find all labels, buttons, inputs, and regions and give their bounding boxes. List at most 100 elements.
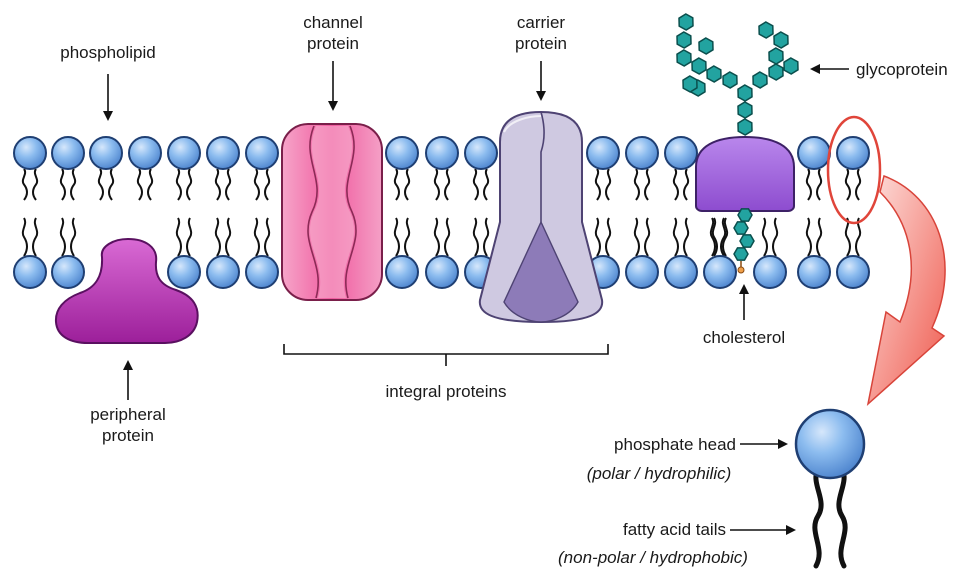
sugar-unit [699, 38, 713, 54]
channel-protein-shape [282, 124, 382, 300]
fatty-acid-tail [445, 169, 449, 200]
sugar-unit [774, 32, 788, 48]
phosphate-head [386, 137, 418, 169]
glycoprotein-label: glycoprotein [856, 59, 966, 80]
phosphate-head [52, 256, 84, 288]
fatty-acid-tail [846, 218, 850, 256]
peripheral-protein-label: peripheral protein [68, 404, 188, 446]
curved-arrow-icon [868, 176, 945, 404]
phosphate-head [665, 256, 697, 288]
sugar-unit [683, 76, 697, 92]
fatty-acid-tail [226, 169, 230, 200]
fatty-acid-tail [71, 218, 75, 256]
fatty-acid-tail [148, 169, 152, 200]
fatty-acid-tail [684, 218, 688, 256]
carrier-protein-label: carrier protein [491, 12, 591, 54]
phosphate-head [14, 137, 46, 169]
sugar-unit [759, 22, 773, 38]
fatty-acid-tails-note: (non-polar / hydrophobic) [538, 547, 768, 568]
phosphate-head [837, 256, 869, 288]
phosphate-head [837, 137, 869, 169]
cholesterol-label: cholesterol [684, 327, 804, 348]
fatty-acid-tail [635, 169, 639, 200]
right-arrow-icon [740, 439, 788, 449]
fatty-acid-tail [596, 169, 600, 200]
sugar-unit [784, 58, 798, 74]
sugar-unit [677, 32, 691, 48]
cholesterol-molecule [738, 261, 744, 273]
fatty-acid-tail [645, 218, 649, 256]
right-arrow-icon [730, 525, 796, 535]
up-arrow-icon [739, 284, 749, 320]
fatty-acid-tail [138, 169, 142, 200]
phosphate-head [168, 137, 200, 169]
cholesterol-head [738, 267, 744, 273]
fatty-acid-tail [405, 169, 409, 200]
peripheral-protein-shape [56, 239, 198, 343]
sugar-unit [738, 102, 752, 118]
phosphate-head [626, 256, 658, 288]
phosphate-head [386, 256, 418, 288]
fatty-acid-tail [606, 169, 610, 200]
down-arrow-icon [328, 61, 338, 111]
fatty-acid-tail [635, 218, 639, 256]
sugar-unit [692, 58, 706, 74]
channel-protein-label-line1: channel [283, 12, 383, 33]
fatty-acid-tail [395, 218, 399, 256]
phosphate-head [207, 137, 239, 169]
phosphate-head [207, 256, 239, 288]
fatty-acid-tail [807, 169, 811, 200]
peripheral-protein-label-line1: peripheral [68, 404, 188, 425]
phosphate-head [798, 137, 830, 169]
phosphate-head [246, 137, 278, 169]
fatty-acid-tail [71, 169, 75, 200]
carrier-protein-shape [480, 112, 602, 322]
fatty-acid-tail [187, 169, 191, 200]
fatty-acid-tail [33, 169, 37, 200]
phosphate-head [129, 137, 161, 169]
fatty-acid-tail [484, 169, 488, 200]
phosphate-head-label: phosphate head [560, 434, 736, 455]
fatty-acid-tail [177, 169, 181, 200]
fatty-acid-tail [226, 218, 230, 256]
peripheral-protein-label-line2: protein [68, 425, 188, 446]
down-arrow-icon [536, 61, 546, 101]
fatty-acid-tail [395, 169, 399, 200]
fatty-acid-tail [255, 169, 259, 200]
fatty-acid-tail [773, 218, 777, 256]
fatty-acid-tail [99, 169, 103, 200]
sugar-unit [707, 66, 721, 82]
fatty-acid-tail [674, 169, 678, 200]
fatty-acid-tail [177, 218, 181, 256]
phosphate-head [587, 137, 619, 169]
fatty-acid-tail [61, 218, 65, 256]
phosphate-head [426, 137, 458, 169]
sugar-unit [769, 64, 783, 80]
phosphate-head [52, 137, 84, 169]
sugar-unit [769, 48, 783, 64]
fatty-acid-tail [216, 218, 220, 256]
integral-proteins-bracket [284, 344, 608, 366]
phosphate-head [798, 256, 830, 288]
sugar-unit [738, 119, 752, 135]
sugar-unit [677, 50, 691, 66]
fatty-acid-tail [405, 218, 409, 256]
integral-proteins-label: integral proteins [366, 381, 526, 402]
channel-protein-label-line2: protein [283, 33, 383, 54]
fatty-acid-tail [817, 169, 821, 200]
fatty-acid-tail [817, 218, 821, 256]
fatty-acid-tail [606, 218, 610, 256]
phospholipid-detail [796, 410, 864, 566]
sugar-unit [753, 72, 767, 88]
fatty-acid-tail [445, 218, 449, 256]
fatty-acid-tail [265, 169, 269, 200]
fatty-acid-tail [856, 169, 860, 200]
fatty-acid-tail [265, 218, 269, 256]
phospholipid-label: phospholipid [38, 42, 178, 63]
phosphate-head [465, 137, 497, 169]
phosphate-head-note: (polar / hydrophilic) [568, 463, 750, 484]
phosphate-head [14, 256, 46, 288]
phosphate-head [90, 137, 122, 169]
fatty-acid-tail [474, 218, 478, 256]
phosphate-head [626, 137, 658, 169]
